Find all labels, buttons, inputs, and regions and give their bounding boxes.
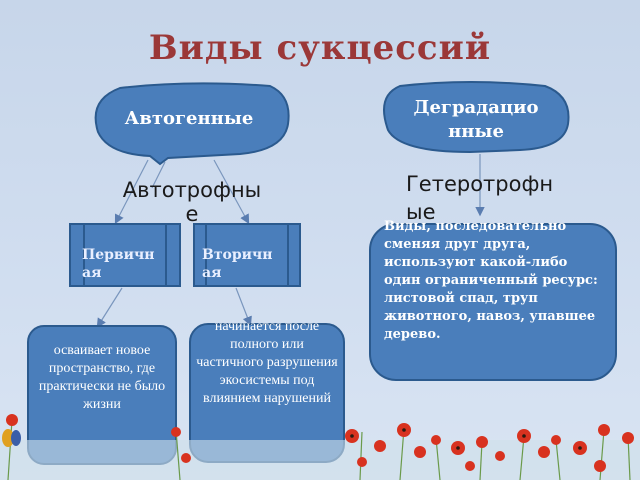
connector-secondary-desc — [235, 287, 252, 327]
degradation-description: Виды, последовательно сменяя друг друга,… — [384, 219, 598, 342]
secondary-box-shape — [193, 223, 301, 287]
secondary-description: начинается после полного или частичного … — [196, 319, 338, 406]
connector-autotrophic-primary — [114, 159, 149, 225]
butterfly-icon — [2, 429, 21, 447]
autotrophic-label: Автотрофны е — [122, 178, 262, 226]
degradation-callout-shape — [383, 81, 570, 154]
degradation-desc-shape — [369, 223, 617, 381]
connector-autogenic-autotrophic — [151, 161, 166, 189]
autogenic-label: Автогенные — [124, 108, 254, 129]
secondary-label: Вторичн ая — [202, 247, 273, 281]
page-title: Виды сукцессий — [148, 28, 492, 68]
primary-description: осваивает новое пространство, где практи… — [38, 343, 166, 412]
primary-label: Первичн ая — [82, 247, 155, 281]
autogenic-callout-shape — [94, 82, 290, 166]
degradation-label: Деградацио нные — [413, 97, 539, 142]
primary-box-shape — [69, 223, 181, 287]
connector-autotrophic-secondary — [213, 159, 250, 225]
heterotrophic-label: Гетеротрофн ые — [406, 172, 554, 224]
poppy-meadow-decoration — [0, 414, 640, 480]
connector-primary-desc — [96, 287, 123, 329]
